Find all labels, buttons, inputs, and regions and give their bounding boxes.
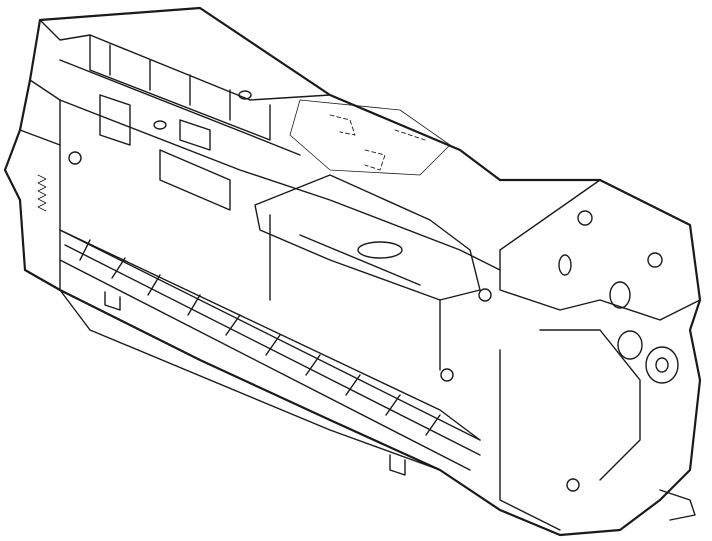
spring [37, 151, 82, 212]
bottom-tabs [104, 291, 696, 521]
roller-cover [254, 174, 481, 371]
label-plate [289, 99, 451, 176]
gear-side-plate [440, 179, 701, 531]
guide-slats [79, 239, 441, 436]
paper-guide-rail [59, 229, 481, 471]
main-housing [3, 6, 702, 537]
top-ribs [59, 34, 301, 211]
